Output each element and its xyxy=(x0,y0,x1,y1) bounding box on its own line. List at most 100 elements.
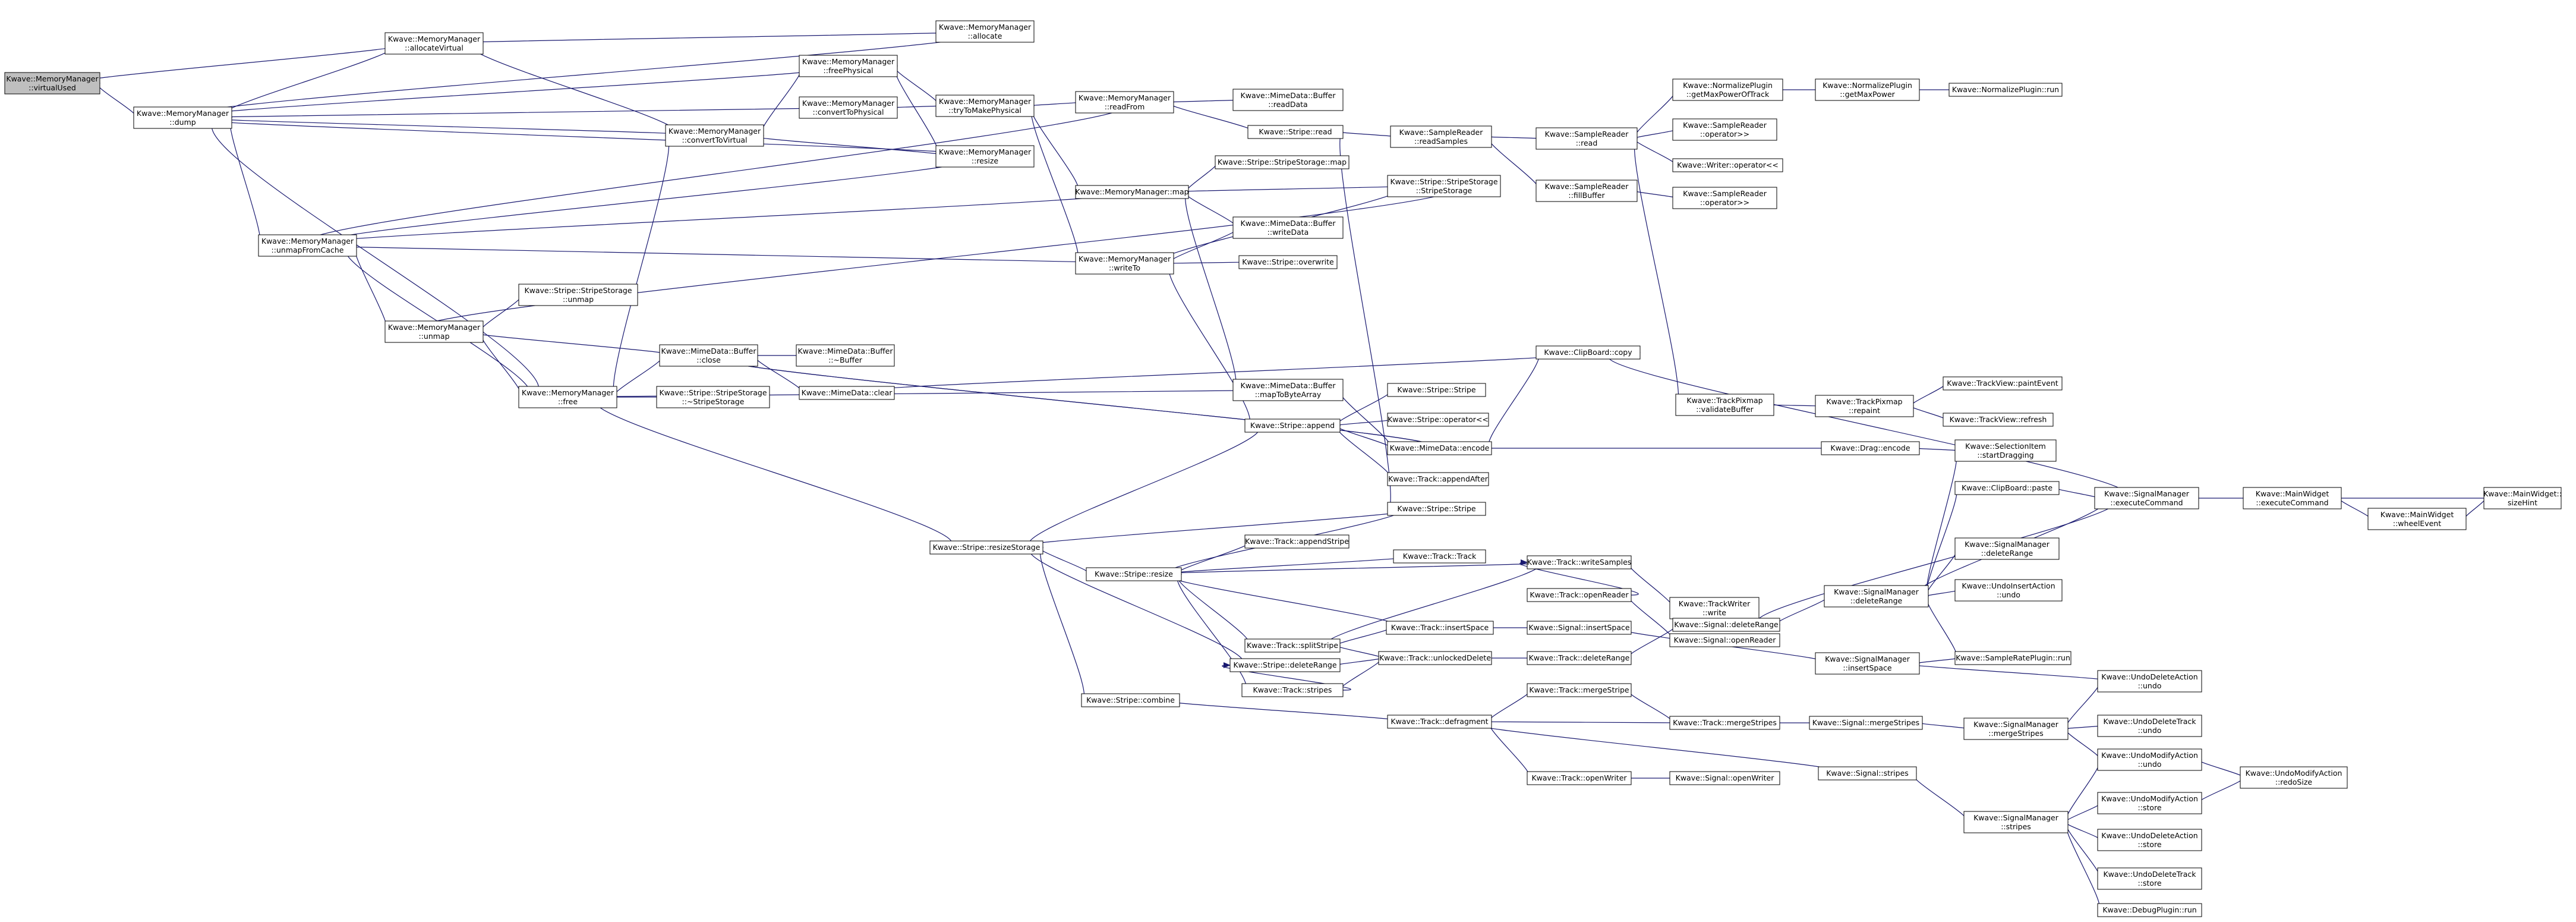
graph-node[interactable]: Kwave::Track::splitStripe xyxy=(1244,638,1341,653)
graph-node[interactable]: Kwave::MimeData::Buffer::~Buffer xyxy=(796,344,895,367)
graph-node[interactable]: Kwave::MainWidget::sizeHint xyxy=(2483,487,2562,509)
graph-node[interactable]: Kwave::UndoDeleteTrack::store xyxy=(2097,867,2202,890)
graph-node[interactable]: Kwave::Signal::openWriter xyxy=(1669,771,1780,785)
graph-node[interactable]: Kwave::TrackPixmap::repaint xyxy=(1815,395,1914,417)
graph-node[interactable]: Kwave::SignalManager::insertSpace xyxy=(1815,652,1920,675)
graph-node[interactable]: Kwave::MemoryManager::dump xyxy=(133,106,232,129)
graph-node[interactable]: Kwave::DebugPlugin::run xyxy=(2097,903,2202,917)
graph-node[interactable]: Kwave::TrackView::paintEvent xyxy=(1943,376,2063,391)
graph-node[interactable]: Kwave::MemoryManager::free xyxy=(518,386,617,408)
graph-node[interactable]: Kwave::Stripe::StripeStorage::~StripeSto… xyxy=(656,386,770,408)
graph-node[interactable]: Kwave::UndoModifyAction::undo xyxy=(2097,748,2202,771)
graph-node[interactable]: Kwave::UndoInsertAction::undo xyxy=(1954,579,2063,602)
graph-node[interactable]: Kwave::MimeData::clear xyxy=(799,386,895,400)
graph-node[interactable]: Kwave::TrackPixmap::validateBuffer xyxy=(1675,394,1774,416)
graph-node[interactable]: Kwave::Track::defragment xyxy=(1387,715,1492,729)
graph-node[interactable]: Kwave::MemoryManager::map xyxy=(1075,185,1189,199)
graph-node[interactable]: Kwave::MimeData::Buffer::mapToByteArray xyxy=(1232,379,1344,401)
graph-node[interactable]: Kwave::UndoModifyAction::redoSize xyxy=(2240,766,2348,789)
graph-node[interactable]: Kwave::MemoryManager::unmap xyxy=(384,320,484,343)
graph-node[interactable]: Kwave::Stripe::StripeStorage::unmap xyxy=(518,284,638,306)
graph-node[interactable]: Kwave::Stripe::overwrite xyxy=(1238,255,1338,269)
call-edge xyxy=(1036,545,1090,575)
graph-node[interactable]: Kwave::MimeData::Buffer::close xyxy=(659,344,758,367)
graph-node[interactable]: Kwave::MemoryManager::allocate xyxy=(935,20,1035,43)
graph-node[interactable]: Kwave::ClipBoard::paste xyxy=(1954,481,2060,495)
graph-node[interactable]: Kwave::ClipBoard::copy xyxy=(1535,345,1641,360)
graph-node[interactable]: Kwave::MemoryManager::allocateVirtual xyxy=(384,32,484,55)
call-edge xyxy=(1624,559,1673,609)
graph-node[interactable]: Kwave::MemoryManager::virtualUsed xyxy=(4,72,100,95)
graph-node[interactable]: Kwave::NormalizePlugin::getMaxPower xyxy=(1815,78,1920,101)
graph-node[interactable]: Kwave::Track::mergeStripes xyxy=(1669,716,1780,730)
graph-node[interactable]: Kwave::Stripe::StripeStorage::StripeStor… xyxy=(1387,175,1501,197)
graph-node[interactable]: Kwave::MimeData::Buffer::readData xyxy=(1232,89,1344,111)
call-edge xyxy=(1519,559,1639,596)
graph-node[interactable]: Kwave::Stripe::operator<< xyxy=(1387,413,1489,427)
graph-node[interactable]: Kwave::SampleReader::operator>> xyxy=(1672,118,1777,141)
graph-node[interactable]: Kwave::MimeData::Buffer::writeData xyxy=(1232,216,1344,239)
graph-node[interactable]: Kwave::MemoryManager::resize xyxy=(935,145,1035,168)
graph-node[interactable]: Kwave::MemoryManager::writeTo xyxy=(1075,252,1174,275)
graph-node[interactable]: Kwave::Track::mergeStripe xyxy=(1527,683,1632,697)
graph-node[interactable]: Kwave::Track::deleteRange xyxy=(1527,651,1632,665)
graph-node[interactable]: Kwave::SignalManager::stripes xyxy=(1963,811,2069,833)
graph-node[interactable]: Kwave::Signal::stripes xyxy=(1818,766,1917,781)
graph-node[interactable]: Kwave::SampleReader::operator>> xyxy=(1672,187,1777,209)
graph-node[interactable]: Kwave::Stripe::StripeStorage::map xyxy=(1215,155,1350,169)
graph-node[interactable]: Kwave::Track::appendAfter xyxy=(1387,472,1489,486)
graph-node[interactable]: Kwave::MemoryManager::convertToVirtual xyxy=(665,124,764,147)
graph-node[interactable]: Kwave::SampleRatePlugin::run xyxy=(1954,651,2071,665)
graph-node[interactable]: Kwave::Stripe::read xyxy=(1247,125,1344,139)
graph-node[interactable]: Kwave::MainWidget::wheelEvent xyxy=(2367,508,2467,530)
graph-node[interactable]: Kwave::Stripe::resizeStorage xyxy=(929,540,1043,555)
graph-node[interactable]: Kwave::UndoDeleteTrack::undo xyxy=(2097,715,2202,737)
graph-node[interactable]: Kwave::SampleReader::readSamples xyxy=(1390,125,1492,148)
graph-node[interactable]: Kwave::MainWidget::executeCommand xyxy=(2243,487,2342,509)
graph-node[interactable]: Kwave::Track::appendStripe xyxy=(1244,534,1350,549)
graph-node[interactable]: Kwave::Signal::openReader xyxy=(1669,633,1780,647)
graph-node[interactable]: Kwave::Stripe::combine xyxy=(1081,693,1180,707)
graph-node[interactable]: Kwave::Stripe::deleteRange xyxy=(1229,658,1341,672)
graph-node[interactable]: Kwave::Track::writeSamples xyxy=(1527,555,1632,569)
call-edge xyxy=(1468,719,1842,774)
graph-node[interactable]: Kwave::Signal::mergeStripes xyxy=(1809,716,1923,730)
graph-node[interactable]: Kwave::TrackWriter::write xyxy=(1669,597,1760,619)
graph-node[interactable]: Kwave::SignalManager::deleteRange xyxy=(1824,585,1929,608)
graph-node[interactable]: Kwave::MemoryManager::tryToMakePhysical xyxy=(935,95,1035,117)
graph-node[interactable]: Kwave::MemoryManager::convertToPhysical xyxy=(799,96,898,119)
call-edge xyxy=(890,104,939,111)
graph-node[interactable]: Kwave::Track::unlockedDelete xyxy=(1378,651,1492,665)
node-box xyxy=(1948,83,2063,97)
graph-node[interactable]: Kwave::Stripe::resize xyxy=(1086,567,1182,581)
graph-node[interactable]: Kwave::UndoModifyAction::store xyxy=(2097,792,2202,814)
graph-node[interactable]: Kwave::Track::stripes xyxy=(1241,683,1344,697)
graph-node[interactable]: Kwave::SignalManager::mergeStripes xyxy=(1963,718,2069,740)
graph-node[interactable]: Kwave::SelectionItem::startDragging xyxy=(1954,439,2057,462)
graph-node[interactable]: Kwave::Writer::operator<< xyxy=(1672,158,1783,172)
graph-node[interactable]: Kwave::UndoDeleteAction::store xyxy=(2097,829,2202,851)
graph-node[interactable]: Kwave::MemoryManager::readFrom xyxy=(1075,91,1174,114)
graph-node[interactable]: Kwave::NormalizePlugin::getMaxPowerOfTra… xyxy=(1672,78,1783,101)
graph-node[interactable]: Kwave::MimeData::encode xyxy=(1387,441,1492,455)
graph-node[interactable]: Kwave::Stripe::Stripe xyxy=(1387,383,1486,397)
graph-node[interactable]: Kwave::SignalManager::deleteRange xyxy=(1954,537,2060,560)
graph-node[interactable]: Kwave::MemoryManager::freePhysical xyxy=(799,55,898,77)
graph-node[interactable]: Kwave::SampleReader::fillBuffer xyxy=(1535,180,1638,202)
graph-node[interactable]: Kwave::UndoDeleteAction::undo xyxy=(2097,670,2202,693)
graph-node[interactable]: Kwave::SampleReader::read xyxy=(1535,127,1638,150)
graph-node[interactable]: Kwave::Track::insertSpace xyxy=(1386,621,1494,635)
graph-node[interactable]: Kwave::Signal::deleteRange xyxy=(1672,618,1780,632)
graph-node[interactable]: Kwave::SignalManager::executeCommand xyxy=(2094,487,2199,509)
graph-node[interactable]: Kwave::NormalizePlugin::run xyxy=(1948,83,2063,97)
graph-node[interactable]: Kwave::Drag::encode xyxy=(1821,441,1920,455)
graph-node[interactable]: Kwave::MemoryManager::unmapFromCache xyxy=(258,234,357,257)
graph-node[interactable]: Kwave::Signal::insertSpace xyxy=(1527,621,1632,635)
graph-node[interactable]: Kwave::Stripe::append xyxy=(1244,418,1341,433)
graph-node[interactable]: Kwave::Track::openWriter xyxy=(1527,771,1632,785)
graph-node[interactable]: Kwave::Track::openReader xyxy=(1527,588,1632,602)
graph-node[interactable]: Kwave::Stripe::Stripe xyxy=(1387,502,1486,516)
graph-node[interactable]: Kwave::TrackView::refresh xyxy=(1943,413,2054,427)
node-label: Kwave::Track::unlockedDelete xyxy=(1379,653,1491,662)
graph-node[interactable]: Kwave::Track::Track xyxy=(1393,549,1486,564)
